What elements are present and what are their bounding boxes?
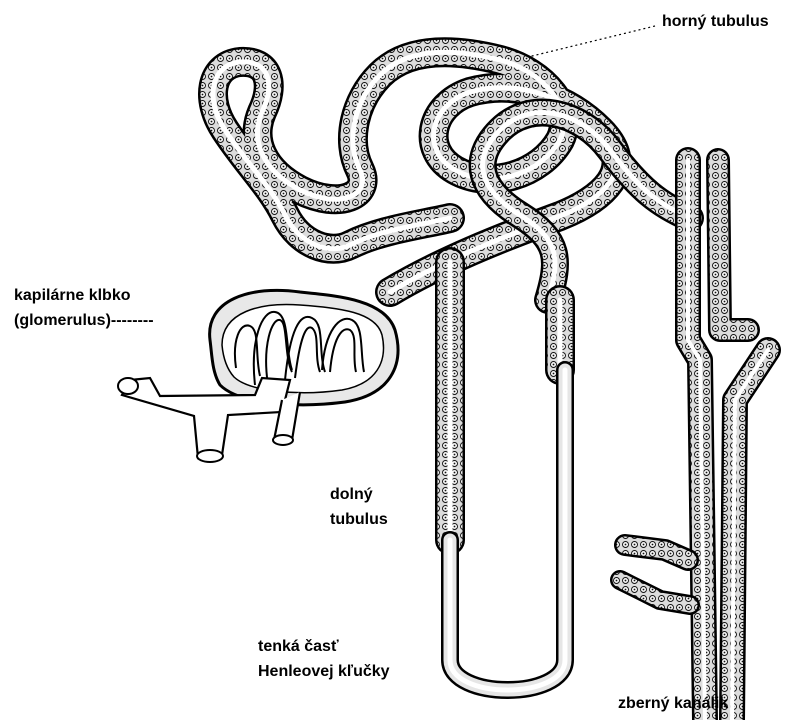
label-henle-line2: Henleovej kľučky	[258, 662, 390, 682]
label-henle-line1: tenká časť	[258, 637, 339, 657]
collecting-duct	[620, 160, 768, 720]
label-dolny-line2: tubulus	[330, 510, 388, 530]
horny-tubulus-leader	[528, 26, 655, 57]
label-glomerulus-line1: kapilárne klbko	[14, 286, 131, 306]
afferent-arteriole	[122, 378, 290, 458]
loop-of-henle	[450, 262, 565, 690]
glomerulus	[118, 290, 398, 462]
label-zberny-kanalik: zberný kanálik	[618, 694, 728, 714]
label-glomerulus-line2: (glomerulus)--------	[14, 311, 154, 331]
label-horny-tubulus: horný tubulus	[662, 12, 769, 32]
label-dolny-line1: dolný	[330, 485, 373, 505]
